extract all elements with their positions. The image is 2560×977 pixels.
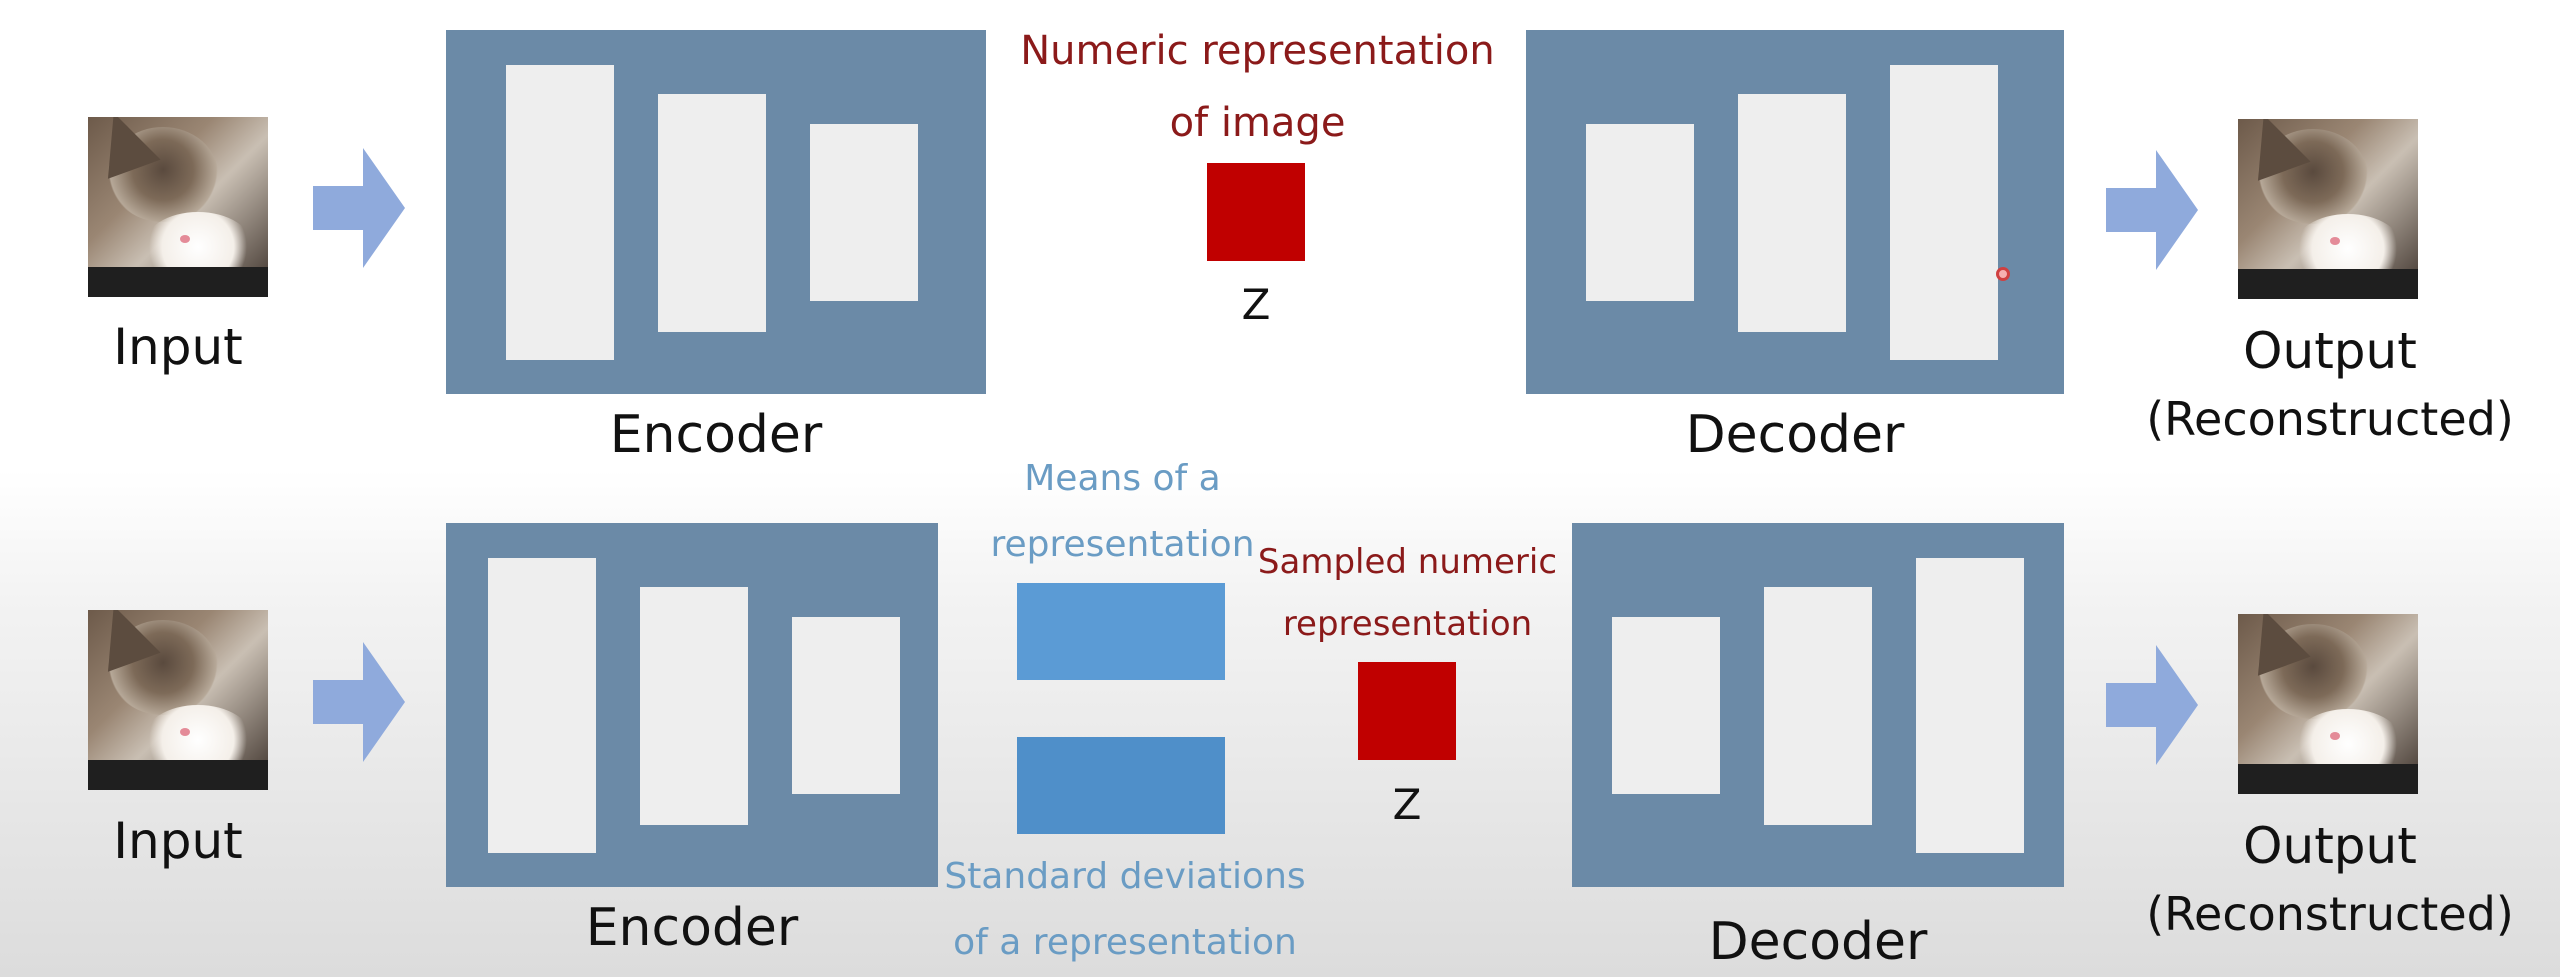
decoder-layer xyxy=(1916,558,2024,853)
input-label-bottom: Input xyxy=(113,812,243,870)
std-caption-line1: Standard deviations xyxy=(944,856,1306,897)
cursor-dot-icon xyxy=(1996,267,2010,281)
input-image-top xyxy=(88,117,268,297)
decoder-layer xyxy=(1612,617,1720,794)
encoder-label-top: Encoder xyxy=(609,405,823,465)
encoder-panel-top xyxy=(446,30,986,394)
latent-z-label-bottom: Z xyxy=(1392,780,1422,829)
latent-z-label-top: Z xyxy=(1241,280,1271,329)
decoder-layer xyxy=(1764,587,1872,825)
sampled-caption-line1: Sampled numeric xyxy=(1257,542,1558,582)
output-image-bottom xyxy=(2238,614,2418,794)
input-label-top: Input xyxy=(113,318,243,376)
encoder-layer xyxy=(488,558,596,853)
std-caption-line2: of a representation xyxy=(953,922,1297,963)
encoder-layer xyxy=(658,94,766,332)
input-image-bottom xyxy=(88,610,268,790)
decoder-panel-bottom xyxy=(1572,523,2064,887)
encoder-label-bottom: Encoder xyxy=(585,898,799,958)
latent-z-square-bottom xyxy=(1358,662,1456,760)
sampled-caption-line2: representation xyxy=(1282,604,1533,644)
encoder-panel-bottom xyxy=(446,523,938,887)
decoder-layer xyxy=(1890,65,1998,360)
latent-caption-line1: Numeric representation xyxy=(1020,28,1495,74)
arrow-right-icon xyxy=(313,148,405,268)
decoder-layer xyxy=(1738,94,1846,332)
latent-z-square-top xyxy=(1207,163,1305,261)
decoder-panel-top xyxy=(1526,30,2064,394)
encoder-layer xyxy=(810,124,918,301)
decoder-label-bottom: Decoder xyxy=(1708,912,1928,972)
output-sublabel-top: (Reconstructed) xyxy=(2146,392,2514,446)
output-label-bottom: Output xyxy=(2243,817,2417,875)
latent-caption-line2: of image xyxy=(1169,100,1346,146)
encoder-layer xyxy=(640,587,748,825)
arrow-right-icon xyxy=(2106,150,2198,270)
arrow-right-icon xyxy=(2106,645,2198,765)
means-caption-line2: representation xyxy=(990,524,1255,565)
encoder-layer xyxy=(792,617,900,794)
arrow-right-icon xyxy=(313,642,405,762)
decoder-layer xyxy=(1586,124,1694,301)
means-caption-line1: Means of a xyxy=(1024,458,1221,499)
output-label-top: Output xyxy=(2243,322,2417,380)
output-sublabel-bottom: (Reconstructed) xyxy=(2146,887,2514,941)
decoder-label-top: Decoder xyxy=(1685,405,1905,465)
encoder-layer xyxy=(506,65,614,360)
std-box xyxy=(1017,737,1225,834)
output-image-top xyxy=(2238,119,2418,299)
means-box xyxy=(1017,583,1225,680)
